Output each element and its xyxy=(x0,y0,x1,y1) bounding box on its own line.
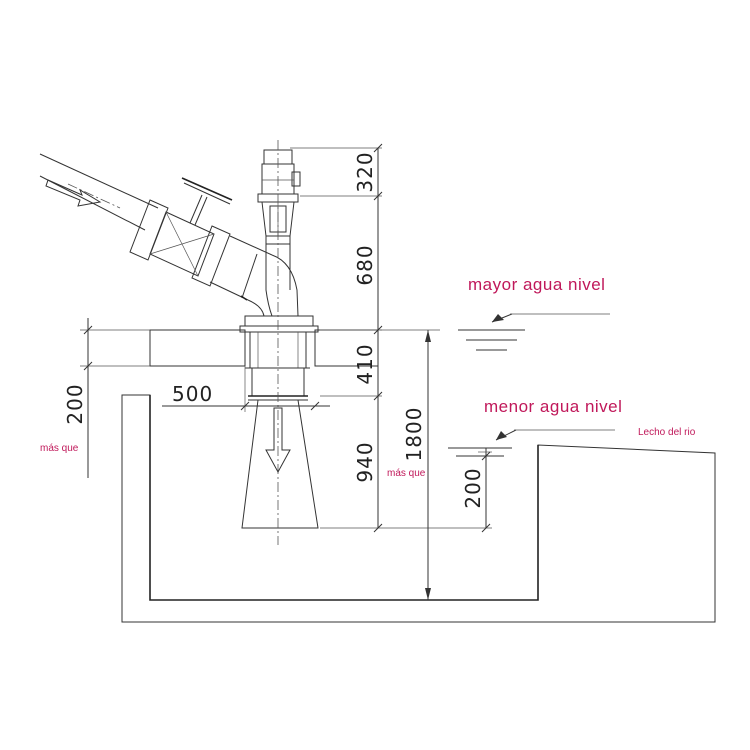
dim-500: 500 xyxy=(172,382,213,406)
low-water-symbol xyxy=(448,429,615,457)
dimension-500 xyxy=(162,366,330,412)
dim-200-right: 200 xyxy=(461,467,485,508)
flow-arrow-down xyxy=(265,407,291,474)
intake-pit xyxy=(121,394,716,623)
dimension-1800 xyxy=(380,329,440,600)
label-more-than-left: más que xyxy=(40,443,79,454)
label-high-water: mayor agua nivel xyxy=(468,275,605,294)
dim-410: 410 xyxy=(353,343,377,384)
dim-680: 680 xyxy=(353,244,377,285)
floor-slab xyxy=(149,329,379,367)
dim-200-left: 200 xyxy=(63,383,87,424)
dim-1800: 1800 xyxy=(402,407,426,462)
dimension-lines-right xyxy=(290,143,492,533)
label-river-bed: Lecho del rio xyxy=(638,427,696,438)
flow-arrow-in xyxy=(45,179,102,207)
pump-unit xyxy=(239,140,319,545)
label-more-than-mid: más que xyxy=(387,468,426,479)
dimension-200-left xyxy=(80,318,150,478)
discharge-pipe xyxy=(39,153,299,317)
label-low-water: menor agua nivel xyxy=(484,397,622,416)
dim-940: 940 xyxy=(353,441,377,482)
high-water-symbol xyxy=(458,313,610,351)
dimension-200-right xyxy=(478,448,492,533)
dim-320: 320 xyxy=(353,151,377,192)
